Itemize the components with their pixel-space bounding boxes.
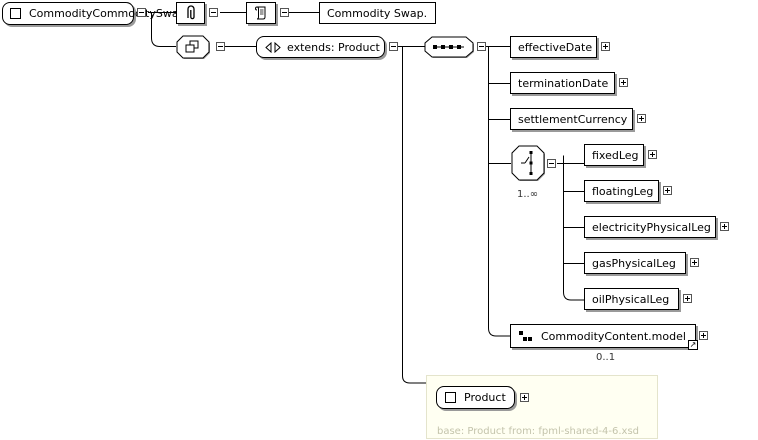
choice-icon	[521, 151, 533, 175]
base-type-product[interactable]: Product	[436, 386, 515, 409]
choice-node[interactable]	[511, 145, 547, 183]
documentation-text: Commodity Swap.	[319, 2, 436, 24]
choice-occurrence: 1..∞	[517, 189, 539, 200]
element-label: fixedLeg	[592, 148, 639, 162]
documentation-label: Commodity Swap.	[327, 6, 428, 20]
element-fixed-leg[interactable]: fixedLeg	[584, 144, 644, 166]
element-label: effectiveDate	[518, 40, 593, 54]
element-label: settlementCurrency	[518, 112, 628, 126]
element-electricity-physical-leg[interactable]: electricityPhysicalLeg	[584, 216, 716, 238]
group-occurrence: 0..1	[596, 352, 616, 363]
element-settlement-currency[interactable]: settlementCurrency	[510, 108, 633, 130]
expand-floating-leg-toggle[interactable]	[663, 186, 672, 195]
root-element[interactable]: CommodityCommoditySwap	[2, 2, 186, 25]
expand-termination-date-toggle[interactable]	[619, 78, 628, 87]
root-element-label: CommodityCommoditySwap	[29, 7, 186, 20]
annotation-node[interactable]	[176, 2, 205, 24]
element-checkbox-icon	[10, 8, 21, 19]
scroll-icon	[254, 6, 266, 20]
choice-collapse-toggle[interactable]	[547, 159, 556, 168]
expand-effective-date-toggle[interactable]	[601, 42, 610, 51]
expand-oil-physical-leg-toggle[interactable]	[683, 294, 692, 303]
documentation-node[interactable]	[246, 2, 276, 24]
annotation-collapse-toggle[interactable]	[209, 8, 218, 17]
extension-icon	[265, 41, 281, 53]
complex-type-collapse-toggle[interactable]	[216, 42, 225, 51]
extension-collapse-toggle[interactable]	[389, 42, 398, 51]
base-type-caption: base: Product from: fpml-shared-4-6.xsd	[437, 426, 640, 437]
sequence-collapse-toggle[interactable]	[477, 42, 486, 51]
element-checkbox-icon	[445, 392, 456, 403]
expand-settlement-currency-toggle[interactable]	[637, 114, 646, 123]
element-termination-date[interactable]: terminationDate	[510, 72, 615, 94]
root-collapse-toggle[interactable]	[137, 8, 146, 17]
expand-base-type-toggle[interactable]	[520, 393, 529, 402]
expand-fixed-leg-toggle[interactable]	[648, 150, 657, 159]
base-type-label: Product	[464, 391, 506, 404]
group-label: CommodityContent.model	[541, 329, 686, 343]
element-label: floatingLeg	[592, 184, 654, 198]
sequence-node[interactable]	[424, 36, 476, 59]
group-commodity-content-model[interactable]: CommodityContent.model	[510, 324, 696, 348]
documentation-collapse-toggle[interactable]	[280, 8, 289, 17]
element-label: gasPhysicalLeg	[592, 256, 676, 270]
paperclip-icon	[186, 5, 195, 20]
sequence-icon	[433, 45, 464, 49]
element-oil-physical-leg[interactable]: oilPhysicalLeg	[584, 288, 679, 310]
element-label: oilPhysicalLeg	[592, 292, 670, 306]
extension-label: extends: Product	[287, 40, 380, 54]
element-label: electricityPhysicalLeg	[592, 220, 711, 234]
expand-electricity-physical-leg-toggle[interactable]	[720, 222, 729, 231]
reference-arrow-icon: ↗	[688, 340, 698, 350]
extension-node[interactable]: extends: Product	[256, 36, 385, 58]
expand-group-toggle[interactable]	[699, 331, 708, 340]
complex-type-node[interactable]	[176, 35, 210, 60]
element-effective-date[interactable]: effectiveDate	[510, 36, 597, 58]
element-floating-leg[interactable]: floatingLeg	[584, 180, 659, 202]
element-gas-physical-leg[interactable]: gasPhysicalLeg	[584, 252, 686, 274]
element-label: terminationDate	[518, 76, 609, 90]
group-icon	[519, 330, 532, 341]
expand-gas-physical-leg-toggle[interactable]	[690, 258, 699, 267]
complex-type-icon	[185, 40, 199, 53]
